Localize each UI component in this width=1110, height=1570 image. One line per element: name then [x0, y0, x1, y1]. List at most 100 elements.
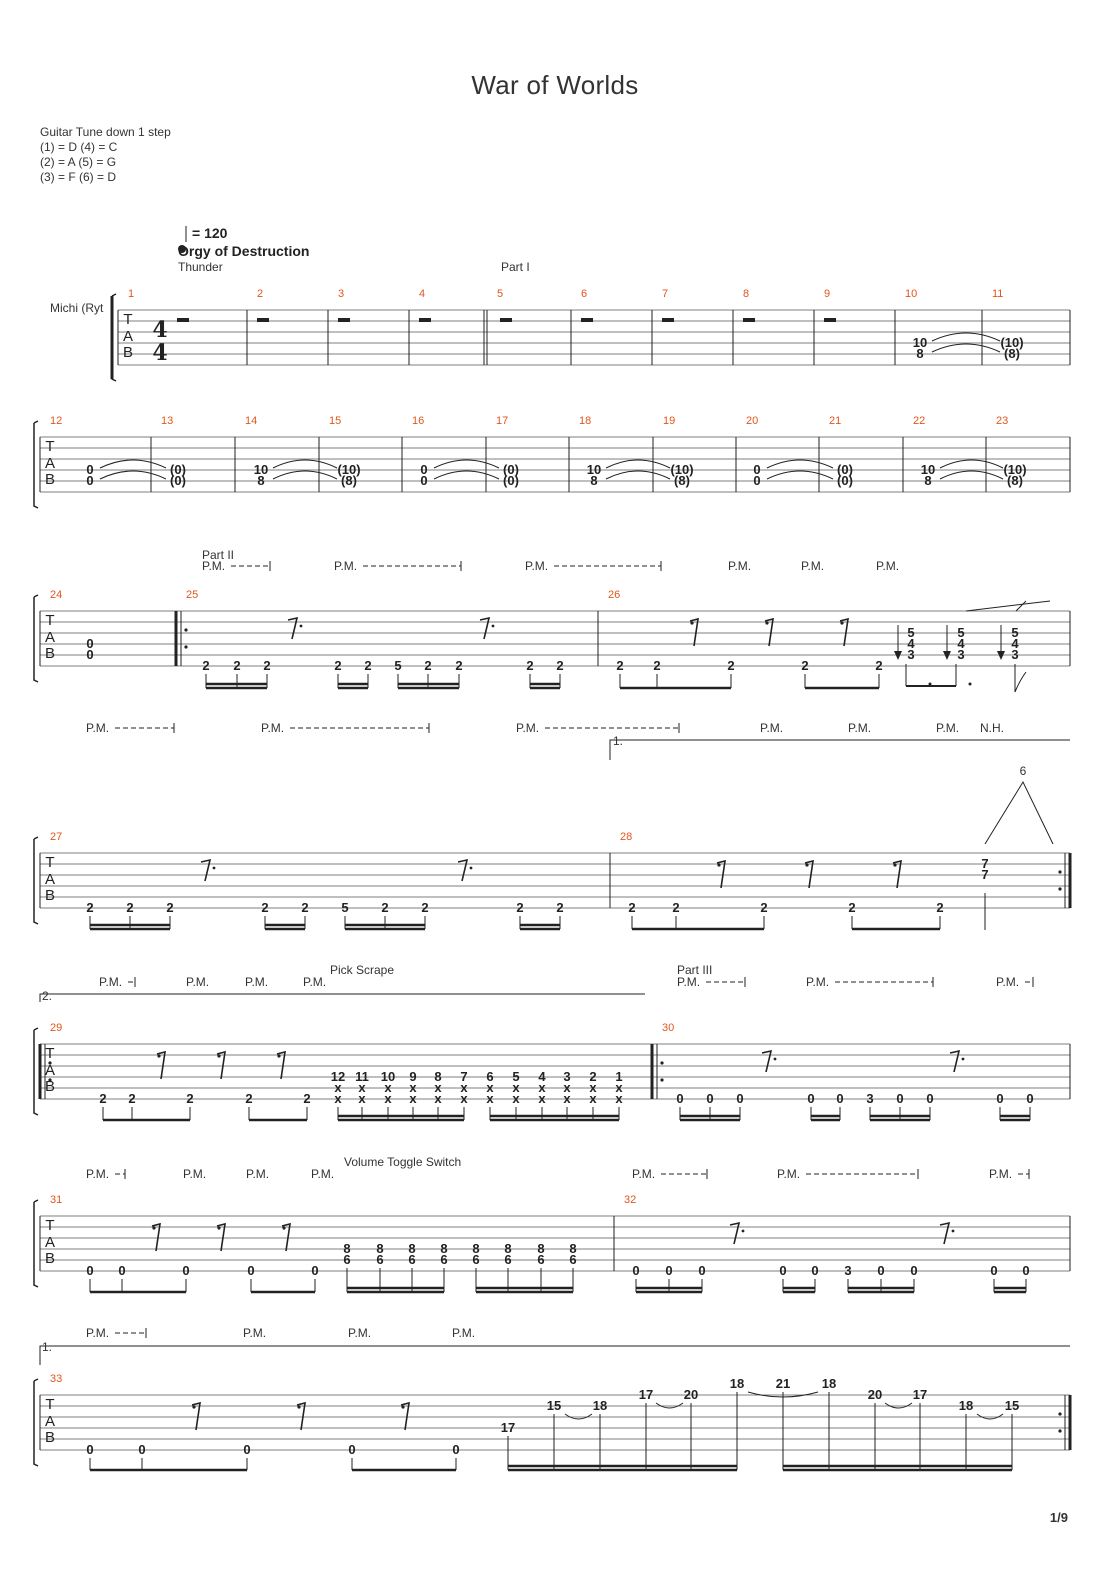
palm-mute-label: P.M. — [728, 559, 751, 573]
fret-number: 0 — [990, 1263, 997, 1278]
sixteenth-rest — [839, 617, 849, 647]
system-bracket — [33, 420, 39, 509]
eighth-rest — [949, 1049, 961, 1073]
eighth-rest — [287, 616, 299, 640]
fret-number: 2 — [263, 658, 270, 673]
rest-dot — [299, 624, 303, 628]
tab-clef-letter: T — [45, 1045, 54, 1062]
palm-mute-label: P.M. — [876, 559, 899, 573]
measure-number: 20 — [746, 415, 758, 427]
fret-number: 2 — [364, 658, 371, 673]
fret-number: 0 — [807, 1091, 814, 1106]
fret-number: (0) — [170, 473, 186, 488]
fret-number: 8 — [376, 1241, 383, 1256]
tab-clef-letter: A — [45, 455, 55, 472]
tuning-line: Guitar Tune down 1 step — [40, 125, 171, 139]
tie-arc — [272, 470, 338, 480]
tuning-line: (3) = F (6) = D — [40, 170, 117, 184]
fret-number: 0 — [996, 1091, 1003, 1106]
fret-number: 11 — [355, 1069, 369, 1084]
dead-note: x — [358, 1091, 366, 1106]
fret-number: 10 — [921, 462, 935, 477]
fret-number: 4 — [907, 636, 915, 651]
fret-number: 0 — [736, 1091, 743, 1106]
tuplet-bracket — [984, 780, 1054, 845]
fret-number: 7 — [981, 856, 988, 871]
dead-note: x — [615, 1091, 623, 1106]
fret-number: 2 — [421, 900, 428, 915]
fret-number: 0 — [182, 1263, 189, 1278]
repeat-dot — [184, 628, 188, 632]
fret-number: 2 — [233, 658, 240, 673]
dead-note: x — [538, 1080, 546, 1095]
fret-number: 2 — [516, 900, 523, 915]
label-part-3: Part III — [677, 963, 712, 977]
rest-dot — [217, 1226, 221, 1230]
fret-number: 0 — [632, 1263, 639, 1278]
dead-note: x — [460, 1080, 468, 1095]
whole-rest — [257, 318, 269, 322]
fret-number: 2 — [166, 900, 173, 915]
palm-mute-label: P.M. — [86, 1167, 109, 1181]
dead-note: x — [486, 1091, 494, 1106]
tab-clef-letter: T — [45, 438, 54, 455]
fret-number: 8 — [537, 1241, 544, 1256]
tab-clef-letter: B — [45, 1429, 55, 1446]
dead-note: x — [486, 1080, 494, 1095]
ending-bracket — [39, 1345, 1070, 1365]
tie-arc — [766, 470, 834, 480]
fret-number: (0) — [837, 462, 853, 477]
fret-number: 0 — [86, 473, 93, 488]
fret-number: 0 — [311, 1263, 318, 1278]
rest-dot — [157, 1054, 161, 1058]
tuning-line: (2) = A (5) = G — [40, 155, 117, 169]
tab-clef-letter: B — [123, 344, 133, 361]
fret-number: 18 — [822, 1376, 836, 1391]
measure-number: 30 — [662, 1022, 674, 1034]
label-volume-toggle: Volume Toggle Switch — [344, 1155, 461, 1169]
fret-number: (0) — [837, 473, 853, 488]
tie-arc — [433, 459, 500, 469]
fret-number: 6 — [504, 1252, 511, 1267]
fret-number: 8 — [924, 473, 931, 488]
measure-number: 14 — [245, 415, 257, 427]
fret-number: 4 — [957, 636, 965, 651]
fret-number: 2 — [653, 658, 660, 673]
fret-number: 3 — [957, 647, 964, 662]
measure-number: 22 — [913, 415, 925, 427]
sixteenth-rest — [151, 1222, 161, 1252]
measure-number: 16 — [412, 415, 424, 427]
eighth-rest — [939, 1221, 951, 1245]
fret-number: 0 — [665, 1263, 672, 1278]
measure-number: 19 — [663, 415, 675, 427]
fret-number: 2 — [424, 658, 431, 673]
dead-note: x — [334, 1080, 342, 1095]
slur-arc — [747, 1391, 819, 1398]
palm-mute-label: P.M. — [848, 721, 871, 735]
palm-mute-label: P.M. — [311, 1167, 334, 1181]
whole-rest — [824, 318, 836, 322]
fret-number: 2 — [628, 900, 635, 915]
fret-number: 10 — [254, 462, 268, 477]
palm-mute-label: P.M. — [516, 721, 539, 735]
tie-arc — [766, 459, 834, 469]
whole-rest — [500, 318, 512, 322]
measure-number: 18 — [579, 415, 591, 427]
fret-number: 6 — [408, 1252, 415, 1267]
track-name: Michi (Ryt — [50, 301, 104, 315]
dead-note: x — [434, 1080, 442, 1095]
fret-number: 0 — [910, 1263, 917, 1278]
system-bracket — [33, 1027, 39, 1116]
fret-number: 8 — [257, 473, 264, 488]
fret-number: 3 — [844, 1263, 851, 1278]
fret-number: 2 — [760, 900, 767, 915]
fret-number: 20 — [868, 1387, 882, 1402]
fret-number: 5 — [394, 658, 401, 673]
fret-number: 5 — [907, 625, 914, 640]
fret-number: (8) — [1004, 346, 1020, 361]
palm-mute-label: P.M. — [996, 975, 1019, 989]
fret-number: 15 — [547, 1398, 561, 1413]
tempo-note-head — [178, 245, 186, 253]
fret-number: 0 — [836, 1091, 843, 1106]
rest-dot — [212, 866, 216, 870]
